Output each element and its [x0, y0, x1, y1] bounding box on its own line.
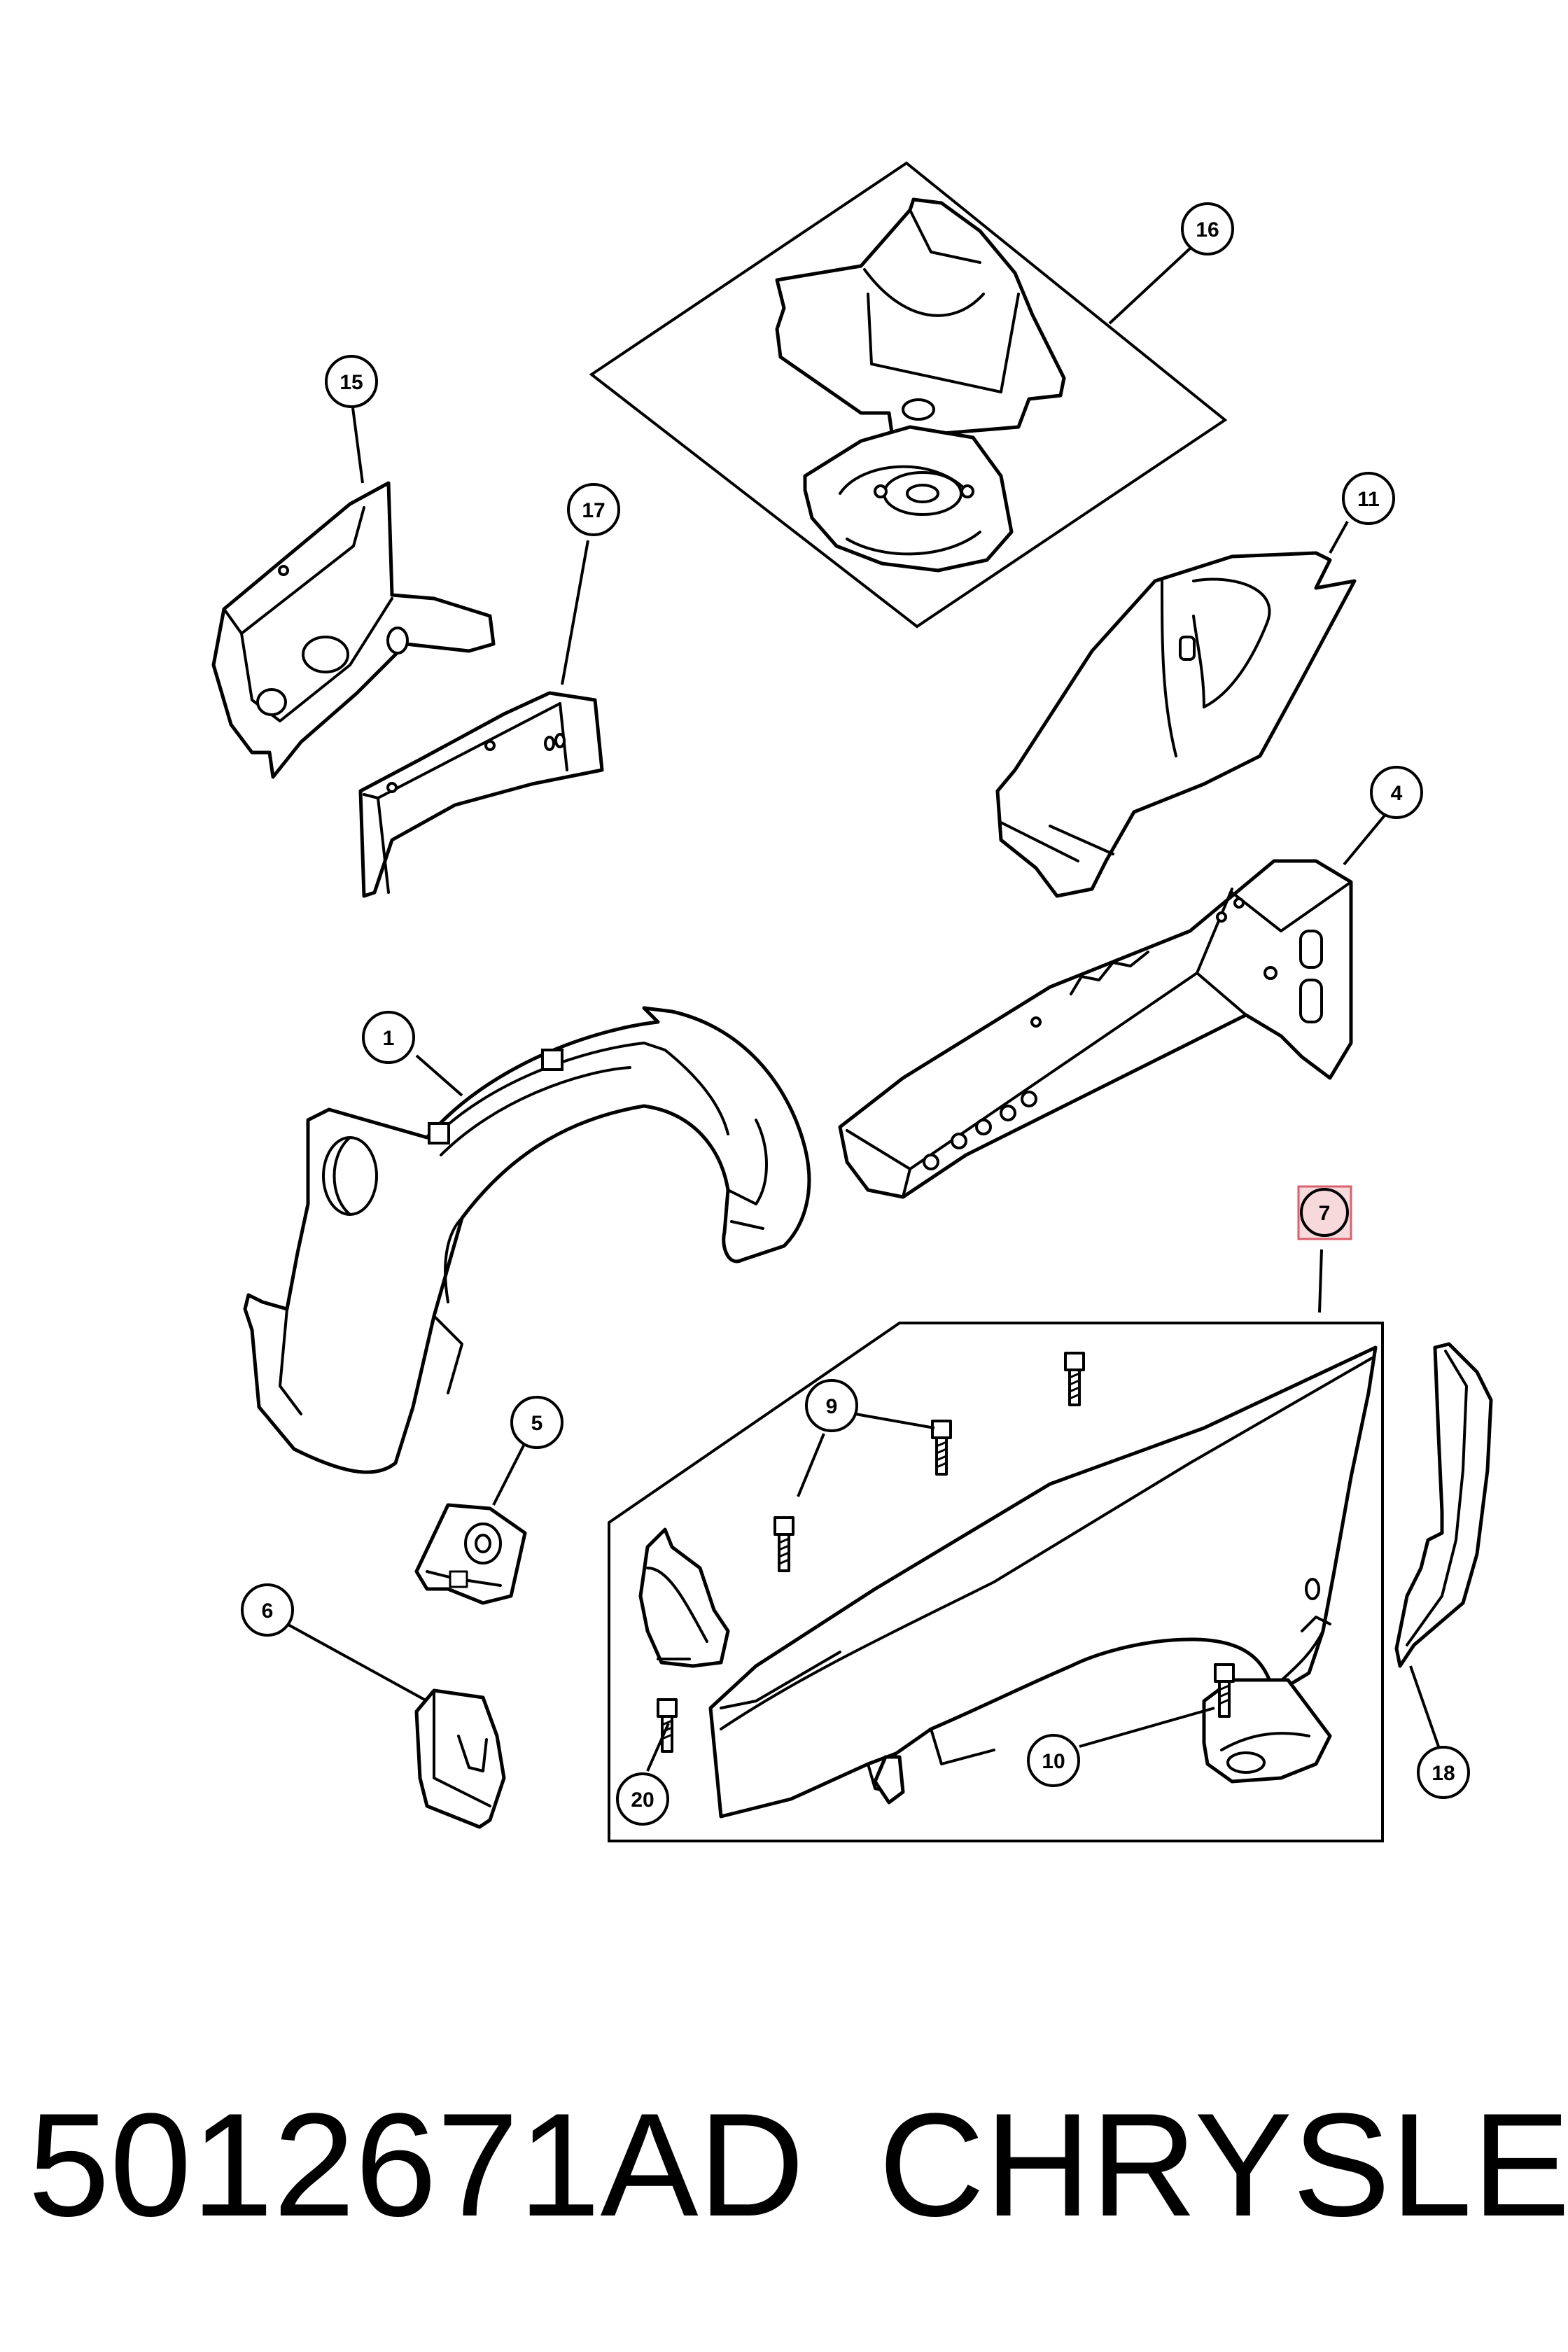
callout-4[interactable]: 4 — [1370, 766, 1423, 819]
svg-text:18: 18 — [1432, 1762, 1455, 1785]
part-7-fender — [708, 1345, 1378, 1819]
callout-9[interactable]: 9 — [805, 1379, 858, 1432]
bolt-9b — [931, 1420, 952, 1476]
callout-20[interactable]: 20 — [616, 1772, 669, 1826]
fender-bracket — [638, 1527, 730, 1668]
part-16-strut-tower-assembly — [589, 161, 1228, 629]
part-number-label: 5012671AD — [28, 2082, 804, 2247]
callout-10[interactable]: 10 — [1027, 1734, 1080, 1787]
part-5-clip-nut — [414, 1503, 527, 1605]
svg-text:5: 5 — [531, 1412, 543, 1435]
svg-text:15: 15 — [340, 371, 363, 394]
part-6-shim — [414, 1688, 506, 1829]
callout-15[interactable]: 15 — [325, 355, 378, 408]
bolt-9c — [774, 1516, 794, 1572]
callout-7-highlighted[interactable]: 7 — [1297, 1185, 1352, 1240]
callout-17[interactable]: 17 — [567, 483, 620, 536]
callout-18[interactable]: 18 — [1417, 1746, 1470, 1799]
bolt-9a — [1064, 1352, 1085, 1406]
bolt-10 — [1214, 1663, 1235, 1718]
callout-11[interactable]: 11 — [1342, 472, 1395, 525]
svg-text:4: 4 — [1391, 782, 1403, 805]
callout-5[interactable]: 5 — [510, 1396, 564, 1449]
part-15-inner-panel — [211, 481, 496, 779]
part-11-wheelhouse-panel — [995, 551, 1357, 898]
callout-6[interactable]: 6 — [241, 1583, 294, 1637]
svg-text:16: 16 — [1196, 218, 1219, 241]
svg-text:10: 10 — [1042, 1750, 1065, 1773]
part-1-wheelhouse-liner — [243, 1006, 811, 1474]
svg-text:6: 6 — [262, 1600, 274, 1623]
callout-16[interactable]: 16 — [1181, 202, 1234, 255]
bolt-20 — [657, 1698, 678, 1753]
brand-label: CHRYSLER — [878, 2082, 1568, 2247]
part-16-frame — [589, 161, 1228, 629]
callout-1[interactable]: 1 — [362, 1011, 415, 1064]
part-4-frame-rail — [838, 859, 1353, 1199]
part-17-reinforcement — [358, 691, 604, 898]
svg-text:17: 17 — [582, 499, 605, 522]
svg-text:7: 7 — [1319, 1202, 1331, 1225]
svg-text:20: 20 — [631, 1788, 654, 1812]
svg-text:9: 9 — [826, 1395, 838, 1418]
svg-text:11: 11 — [1357, 488, 1380, 511]
leader-lines — [286, 247, 1440, 1772]
svg-text:1: 1 — [383, 1027, 395, 1050]
fender-group-frame — [608, 1322, 1384, 1842]
part-18-fender-shield — [1394, 1342, 1493, 1668]
